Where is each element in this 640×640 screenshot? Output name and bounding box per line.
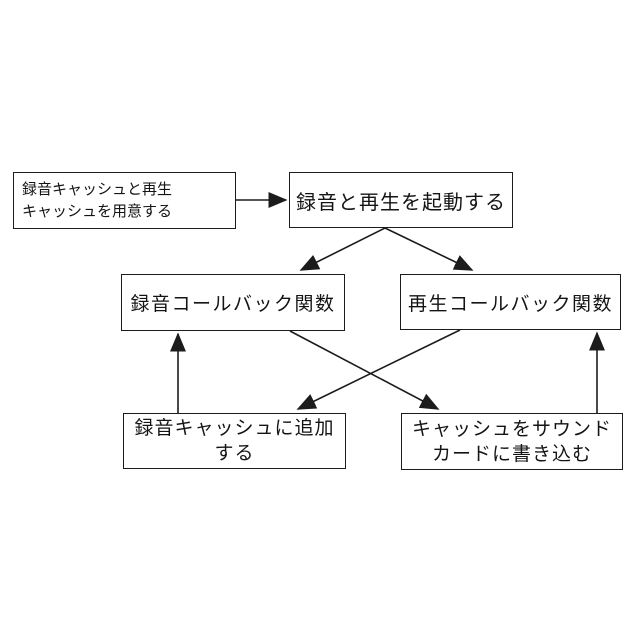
node-prepare-caches: 録音キャッシュと再生 キャッシュを用意する bbox=[13, 172, 236, 229]
node-record-callback: 録音コールバック関数 bbox=[121, 274, 345, 331]
node-append-record-cache: 録音キャッシュに追加 する bbox=[123, 413, 346, 469]
arrow-start-to-play-callback bbox=[384, 227, 474, 271]
node-write-cache-soundcard: キャッシュをサウンド カードに書き込む bbox=[401, 413, 623, 470]
arrow-play-callback-to-append bbox=[296, 329, 461, 410]
arrow-record-callback-to-write bbox=[289, 330, 440, 410]
node-start-record-play: 録音と再生を起動する bbox=[289, 172, 513, 228]
node-play-callback: 再生コールバック関数 bbox=[400, 274, 621, 330]
arrow-start-to-record-callback bbox=[299, 227, 386, 271]
